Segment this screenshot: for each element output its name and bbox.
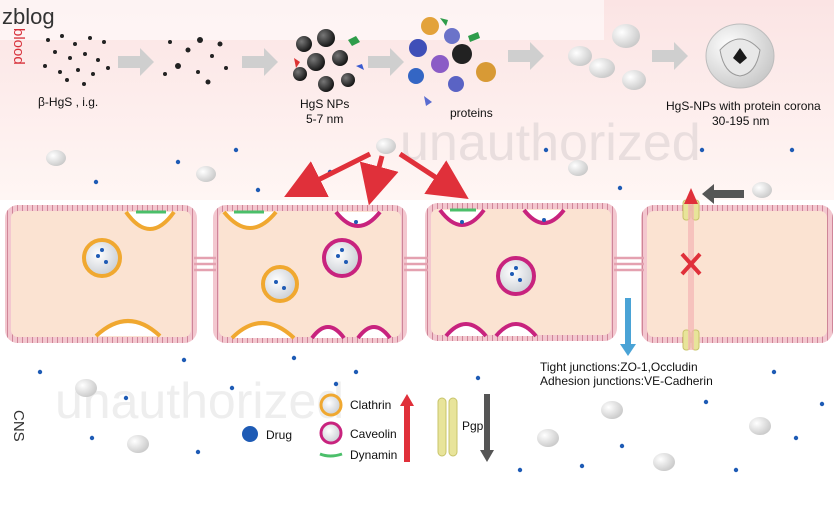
legend-drug-label: Drug bbox=[266, 428, 292, 442]
legend-dynamin-label: Dynamin bbox=[350, 448, 397, 462]
legend-caveolin-label: Caveolin bbox=[350, 427, 397, 441]
corner-watermark: zblog bbox=[2, 4, 55, 29]
cns-corona-nps bbox=[75, 379, 771, 471]
legend-pgp: Pgp bbox=[437, 397, 484, 457]
junction-arrow bbox=[620, 298, 636, 356]
hgs-nps-cluster bbox=[293, 29, 364, 92]
vesicle-drugs bbox=[96, 218, 546, 290]
hgs-nps-label: HgS NPs bbox=[300, 97, 349, 111]
beta-hgs-label: β-HgS , i.g. bbox=[38, 95, 98, 109]
dispersed-particles bbox=[163, 37, 228, 85]
corona-particles bbox=[568, 24, 646, 90]
top-watermark: unauthorized bbox=[400, 114, 701, 172]
clathrin-structures bbox=[82, 210, 299, 340]
legend-clathrin-label: Clathrin bbox=[350, 398, 391, 412]
tight-junctions-label: Tight junctions:ZO-1,Occludin bbox=[540, 360, 698, 374]
legend-clathrin: Clathrin bbox=[319, 393, 391, 417]
blood-label: blood bbox=[10, 28, 27, 65]
legend-pgp-label: Pgp bbox=[462, 419, 484, 433]
legend-transport-arrows bbox=[400, 394, 494, 462]
flow-arrows bbox=[118, 42, 688, 76]
corona-label: HgS-NPs with protein corona bbox=[666, 99, 821, 113]
entry-arrows bbox=[284, 151, 469, 206]
corona-size: 30-195 nm bbox=[712, 114, 769, 128]
legend-caveolin: Caveolin bbox=[319, 421, 397, 445]
adhesion-junctions-label: Adhesion junctions:VE-Cadherin bbox=[540, 374, 713, 388]
hgs-nps-size: 5-7 nm bbox=[306, 112, 343, 126]
bottom-watermark: unauthorized bbox=[55, 373, 344, 429]
cell-junctions bbox=[194, 256, 644, 272]
protein-corona-np bbox=[705, 23, 775, 89]
corner-highlight bbox=[0, 0, 604, 40]
cns-drug-dots bbox=[37, 355, 825, 473]
proteins-label: proteins bbox=[450, 106, 493, 120]
blood-corona-nps bbox=[46, 138, 772, 198]
legend-drug: Drug bbox=[242, 426, 292, 442]
caveolin-structures bbox=[310, 208, 566, 340]
beta-hgs-particles bbox=[43, 34, 110, 86]
pgp-efflux-cell bbox=[680, 184, 744, 351]
legend-dynamin: Dynamin bbox=[319, 448, 397, 462]
proteins-cluster bbox=[408, 17, 496, 106]
cns-label: CNS bbox=[10, 410, 27, 442]
